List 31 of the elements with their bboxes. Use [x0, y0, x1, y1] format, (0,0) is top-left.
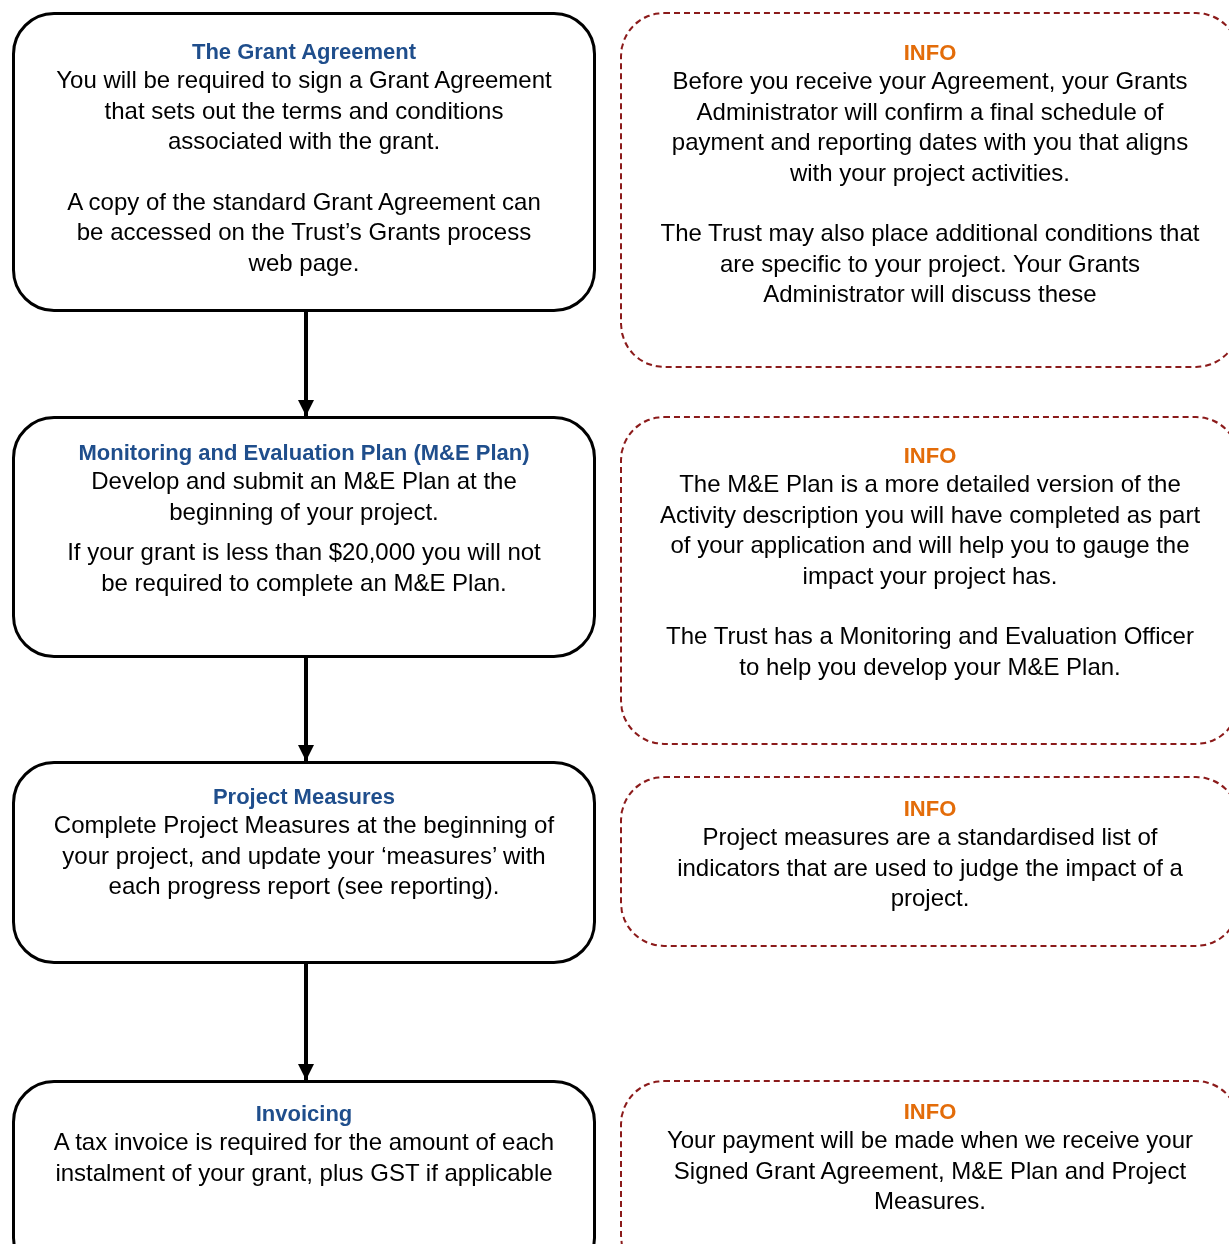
box-heading: INFO — [902, 40, 958, 66]
process-box — [12, 416, 596, 658]
box-text: The Trust may also place additional conditions that are specific to your project. Your Grants Administrator will discuss these — [659, 218, 1201, 309]
box-text: The M&E Plan is a more detailed version of the Activity description you will have completed as part of your application and will help you to gauge the impact your project has. — [659, 469, 1201, 591]
arrow — [298, 312, 314, 416]
process-box — [12, 761, 596, 964]
box-heading: The Grant Agreement — [190, 39, 418, 65]
box-heading: Monitoring and Evaluation Plan (M&E Plan) — [77, 440, 531, 466]
box-text: You will be required to sign a Grant Agreement that sets out the terms and conditions associated with the grant. — [55, 65, 553, 156]
info-box — [620, 12, 1229, 368]
box-text: The Trust has a Monitoring and Evaluation Officer to help you develop your M&E Plan. — [665, 621, 1195, 682]
info-box — [620, 776, 1229, 947]
box-text: Develop and submit an M&E Plan at the beginning of your project. — [90, 466, 518, 527]
box-text: A copy of the standard Grant Agreement can be accessed on the Trust’s Grants process web page. — [66, 186, 542, 278]
arrow — [298, 658, 314, 761]
box-heading: Project Measures — [211, 784, 397, 810]
info-box — [620, 1080, 1229, 1244]
box-text: Complete Project Measures at the beginning of your project, and update your ‘measures’ with each progress report (see reporting). — [53, 810, 555, 901]
box-text: Your payment will be made when we receive your Signed Grant Agreement, M&E Plan and Project Measures. — [665, 1125, 1195, 1216]
box-heading: INFO — [902, 443, 958, 469]
info-box — [620, 416, 1229, 745]
box-text: Before you receive your Agreement, your Grants Administrator will confirm a final schedule of payment and reporting dates with you that aligns with your project activities. — [670, 66, 1190, 188]
box-text: Project measures are a standardised list of indicators that are used to judge the impact of a project. — [676, 822, 1184, 913]
box-heading: INFO — [902, 1099, 958, 1125]
process-box — [12, 1080, 596, 1244]
arrow — [298, 964, 314, 1080]
box-text: If your grant is less than $20,000 you will not be required to complete an M&E Plan. — [66, 537, 542, 598]
process-box — [12, 12, 596, 312]
box-text: A tax invoice is required for the amount of each instalment of your grant, plus GST if applicable — [53, 1127, 555, 1188]
box-heading: Invoicing — [254, 1101, 354, 1127]
box-heading: INFO — [902, 796, 958, 822]
